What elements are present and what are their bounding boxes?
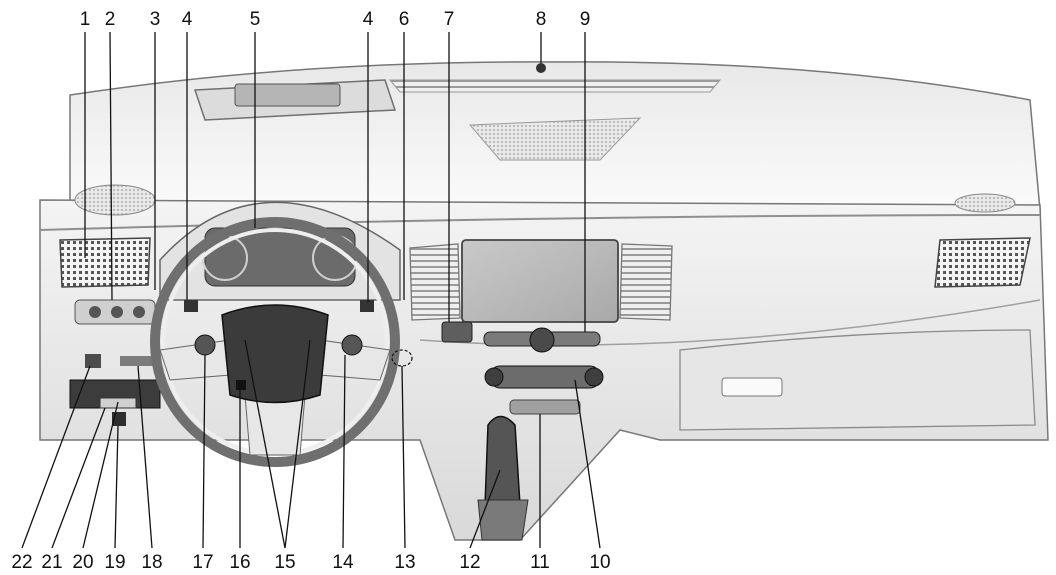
leader-19 xyxy=(114,425,119,549)
callout-1: 1 xyxy=(80,9,91,30)
leader-15b xyxy=(284,339,311,549)
callout-6: 6 xyxy=(399,9,410,30)
leader-22 xyxy=(21,365,91,549)
paddle-right xyxy=(360,300,374,312)
tilt-lever xyxy=(112,412,126,426)
glove-box-handle xyxy=(721,377,783,397)
infotainment-screen xyxy=(461,239,619,323)
right-steering-controls xyxy=(341,334,363,356)
leader-17 xyxy=(202,354,206,549)
paddle-left xyxy=(184,300,198,312)
callout-labels: 1 2 3 4 5 4 6 7 8 9 22 21 20 19 18 17 16… xyxy=(11,9,610,573)
callout-4a: 4 xyxy=(182,9,193,30)
callout-12: 12 xyxy=(459,552,480,573)
callout-16: 16 xyxy=(229,552,250,573)
callout-20: 20 xyxy=(72,552,93,573)
callout-4b: 4 xyxy=(363,9,374,30)
callout-2: 2 xyxy=(105,9,116,30)
left-air-vent xyxy=(59,237,151,288)
leader-18 xyxy=(137,365,153,549)
windshield-sensor xyxy=(536,63,546,73)
left-steering-controls xyxy=(194,334,216,356)
callout-17: 17 xyxy=(192,552,213,573)
climate-right-knob xyxy=(584,367,604,387)
headlamp-knob-c xyxy=(133,306,145,318)
horn-pad-marker xyxy=(236,380,246,390)
callout-19: 19 xyxy=(104,552,125,573)
leader-10 xyxy=(574,379,601,549)
shift-boot xyxy=(477,499,529,541)
leader-21 xyxy=(51,407,106,549)
defroster-vent xyxy=(388,79,722,93)
callout-9: 9 xyxy=(580,9,591,30)
dashboard-belt-line xyxy=(39,214,1041,231)
center-left-vent xyxy=(409,243,461,321)
callout-15: 15 xyxy=(274,552,295,573)
leader-14 xyxy=(342,354,346,549)
leader-20 xyxy=(82,401,119,549)
leader-15a xyxy=(244,339,286,549)
airbag-module xyxy=(221,304,329,404)
shift-lever xyxy=(484,415,521,506)
leader-12 xyxy=(469,469,501,549)
glove-box-outline xyxy=(679,329,1036,431)
console-switch-bank xyxy=(509,399,581,415)
callout-11: 11 xyxy=(530,552,550,573)
ignition-location-marker xyxy=(391,349,413,367)
right-door-speaker xyxy=(954,193,1016,213)
headlamp-knob-b xyxy=(111,306,123,318)
callout-13: 13 xyxy=(394,552,415,573)
leader-13 xyxy=(401,365,406,549)
hood-release xyxy=(85,354,101,368)
callout-22: 22 xyxy=(11,552,32,573)
callout-3: 3 xyxy=(150,9,161,30)
climate-control-panel xyxy=(489,365,601,389)
callout-5: 5 xyxy=(250,9,261,30)
left-door-speaker xyxy=(74,184,156,216)
steering-wheel-rim xyxy=(150,217,400,467)
callout-7: 7 xyxy=(444,9,455,30)
lower-switch-row xyxy=(120,356,156,366)
callout-leaders xyxy=(21,31,601,549)
callout-10: 10 xyxy=(589,552,610,573)
hud-lens xyxy=(234,83,341,107)
callout-21: 21 xyxy=(41,552,62,573)
headlamp-knob-a xyxy=(89,306,101,318)
callout-8: 8 xyxy=(536,9,547,30)
climate-left-knob xyxy=(484,367,504,387)
center-speaker-grille xyxy=(468,117,642,161)
steering-wheel-spoke-lower xyxy=(244,394,306,456)
callout-14: 14 xyxy=(332,552,354,573)
callout-18: 18 xyxy=(141,552,162,573)
volume-knob xyxy=(529,327,555,353)
right-air-vent xyxy=(934,237,1031,288)
center-right-vent xyxy=(619,243,673,321)
hazard-button xyxy=(441,321,473,343)
leader-2 xyxy=(109,31,113,301)
